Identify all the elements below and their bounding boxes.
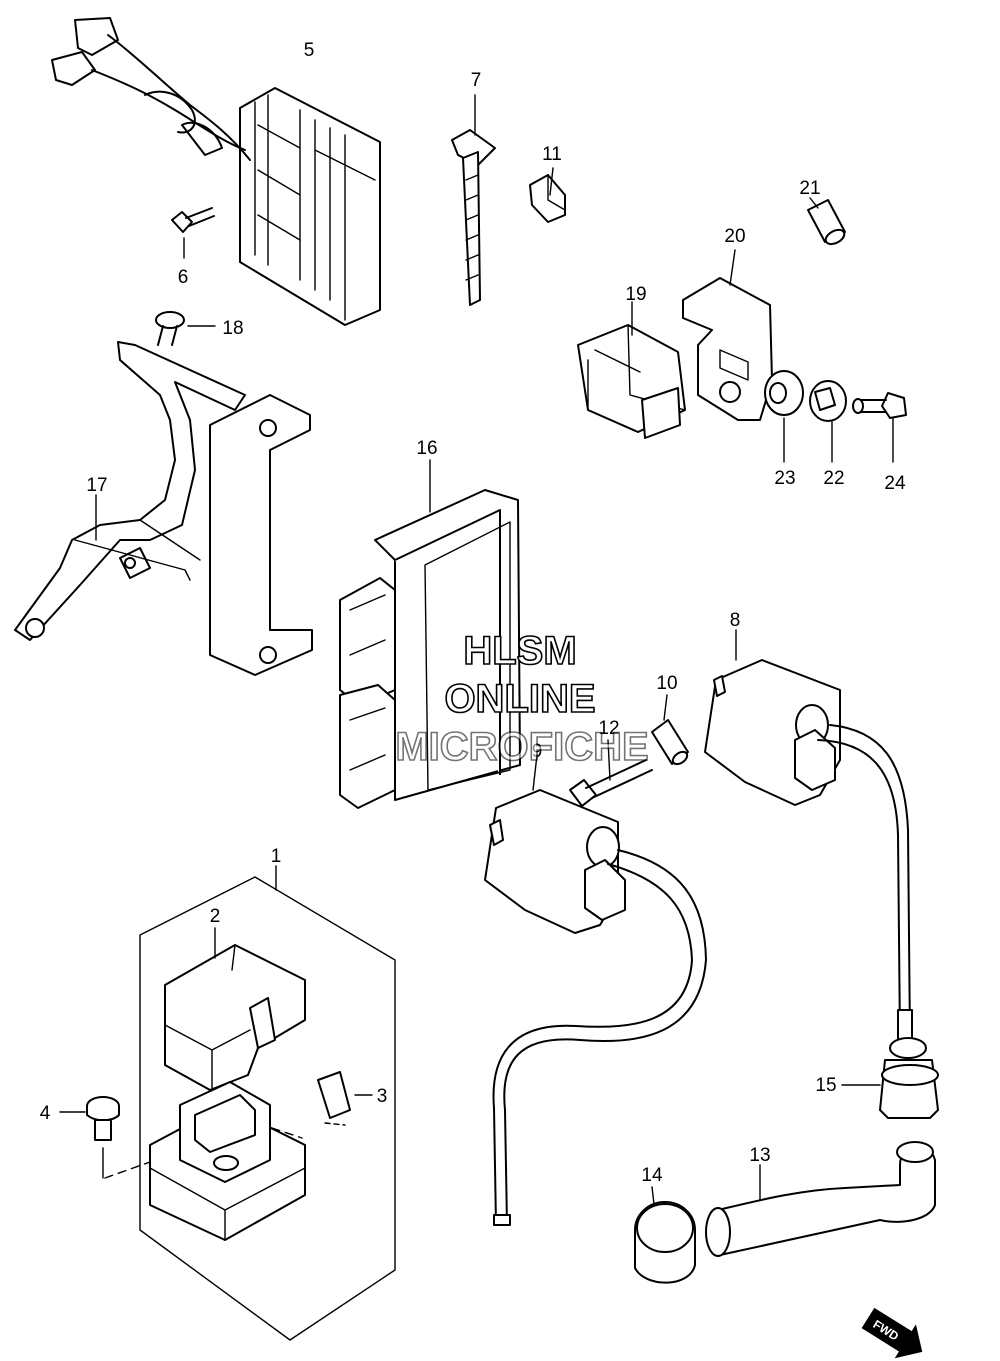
clip-11 [529,167,566,223]
callout-12: 12 [598,718,619,739]
ecu-16 [339,459,521,809]
plug-cap-13 [705,1141,936,1257]
arrow-right-icon [861,1307,923,1359]
callout-6: 6 [178,267,189,288]
collar-21 [807,197,846,246]
callout-23: 23 [774,468,795,489]
collar-10 [651,694,689,766]
grommet-23 [764,370,804,463]
callout-22: 22 [823,468,844,489]
callout-18: 18 [222,318,243,339]
callout-9: 9 [532,741,543,762]
screw-18 [155,311,216,346]
callout-14: 14 [641,1165,663,1186]
bolt-6 [171,207,215,259]
ring-14 [634,1186,696,1284]
collar-22 [809,380,847,463]
callout-8: 8 [730,610,741,631]
bracket-20 [682,249,773,421]
callout-10: 10 [656,673,677,694]
watermark-line-3: MICROFICHE [395,725,648,769]
relay-box-group-1 [102,865,396,1341]
callout-5: 5 [304,40,315,61]
bolt-12 [569,739,653,807]
watermark: HLSM ONLINE MICROFICHE [395,628,650,770]
callout-21: 21 [799,178,820,199]
callout-15: 15 [815,1075,836,1096]
relay-19 [577,301,686,439]
callout-19: 19 [625,284,646,305]
callout-2: 2 [210,906,221,927]
callout-16: 16 [416,438,437,459]
ignition-coil-8 [704,629,913,1046]
callout-3: 3 [377,1086,388,1107]
bracket-17 [14,341,313,676]
callout-24: 24 [884,473,906,494]
callout-17: 17 [86,475,107,496]
callout-13: 13 [749,1145,770,1166]
callout-11: 11 [542,144,562,165]
regulator-rectifier [51,17,381,326]
watermark-line-2: ONLINE [444,677,595,721]
bolt-4 [59,1096,120,1141]
callout-1: 1 [271,846,282,867]
callout-7: 7 [471,70,482,91]
ignition-coil-9 [484,754,707,1226]
watermark-line-1: HLSM [463,629,576,673]
bolt-24 [852,392,907,463]
boot-15 [841,1037,939,1119]
callout-4: 4 [40,1103,51,1124]
forward-direction-badge: FWD [861,1307,923,1359]
callout-20: 20 [724,226,745,247]
cable-tie-7 [451,94,496,306]
